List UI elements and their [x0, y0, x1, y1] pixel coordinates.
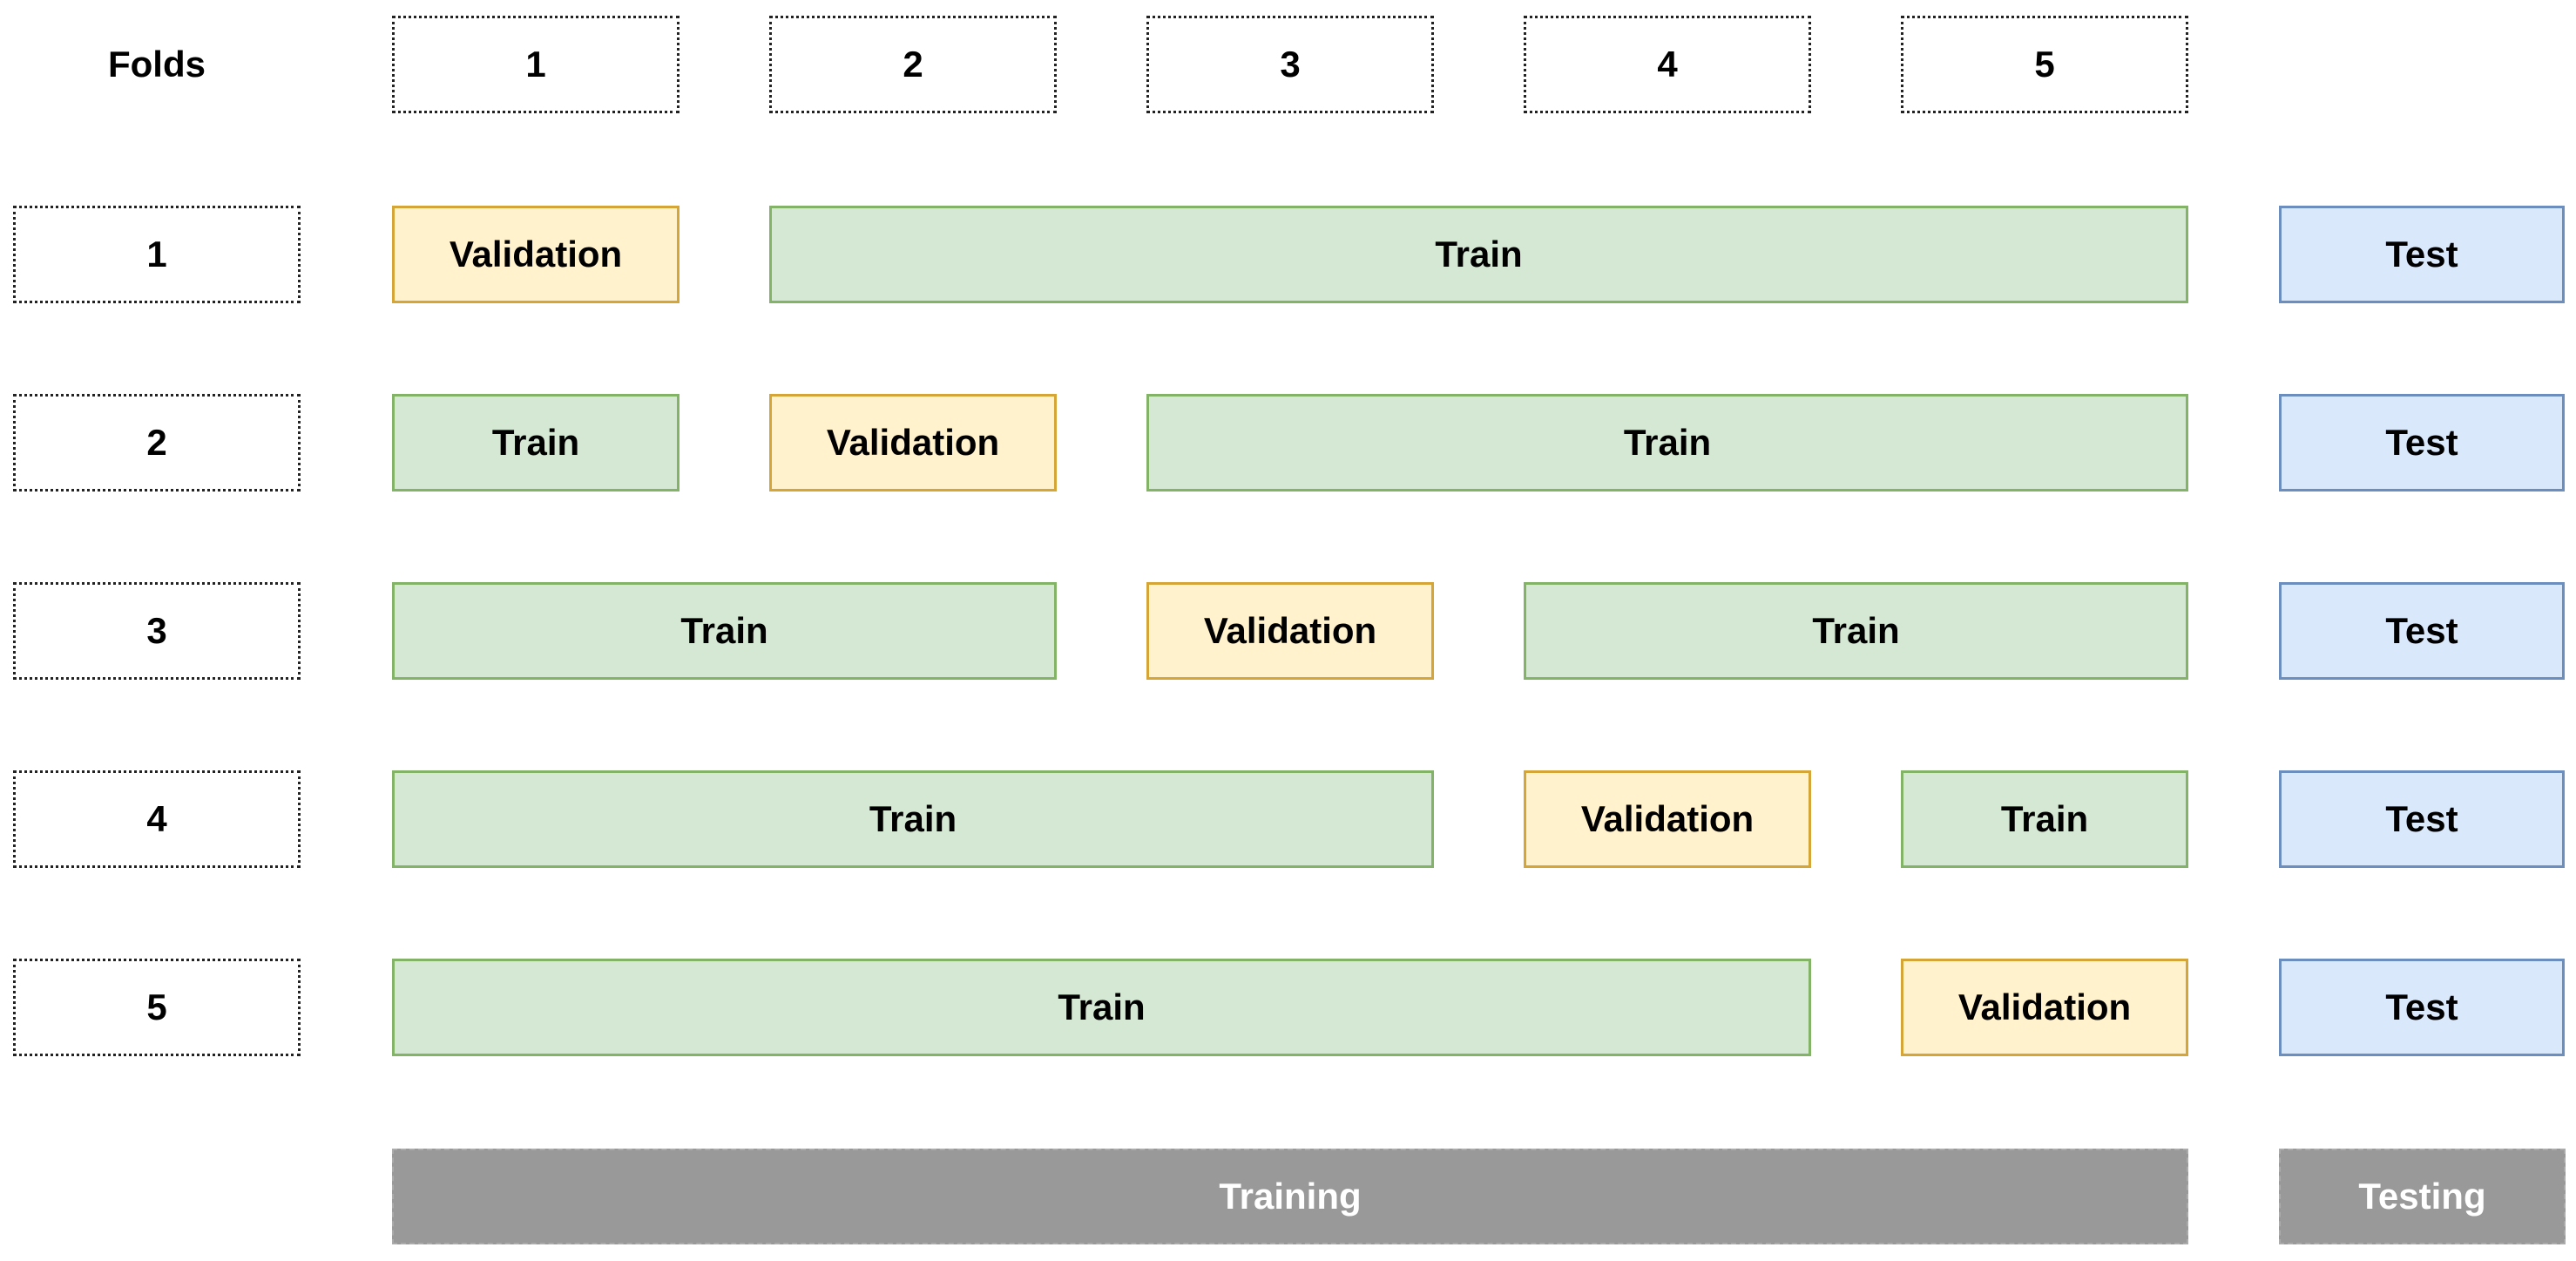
row3-train-block-1: Train [392, 582, 1057, 680]
row4-test-block: Test [2279, 770, 2565, 868]
folds-header-label: Folds [108, 44, 206, 85]
row3-validation-block: Validation [1146, 582, 1434, 680]
row1-validation-block: Validation [392, 206, 679, 303]
row5-test-block: Test [2279, 959, 2565, 1056]
row-label-4: 4 [13, 770, 301, 868]
testing-bar: Testing [2279, 1149, 2566, 1244]
training-bar: Training [392, 1149, 2188, 1244]
fold-column-header-4: 4 [1524, 16, 1811, 113]
row-label-3: 3 [13, 582, 301, 680]
fold-column-header-3: 3 [1146, 16, 1434, 113]
row1-test-block: Test [2279, 206, 2565, 303]
row2-train-block-2: Train [1146, 394, 2188, 492]
row-label-1: 1 [13, 206, 301, 303]
row3-test-block: Test [2279, 582, 2565, 680]
row1-train-block: Train [769, 206, 2188, 303]
row2-train-block-1: Train [392, 394, 679, 492]
row-label-5: 5 [13, 959, 301, 1056]
row2-test-block: Test [2279, 394, 2565, 492]
fold-column-header-2: 2 [769, 16, 1057, 113]
row5-validation-block: Validation [1901, 959, 2188, 1056]
row5-train-block: Train [392, 959, 1811, 1056]
row4-validation-block: Validation [1524, 770, 1811, 868]
row3-train-block-2: Train [1524, 582, 2188, 680]
fold-column-header-1: 1 [392, 16, 679, 113]
row4-train-block-2: Train [1901, 770, 2188, 868]
row-label-2: 2 [13, 394, 301, 492]
row4-train-block-1: Train [392, 770, 1434, 868]
row2-validation-block: Validation [769, 394, 1057, 492]
fold-column-header-5: 5 [1901, 16, 2188, 113]
